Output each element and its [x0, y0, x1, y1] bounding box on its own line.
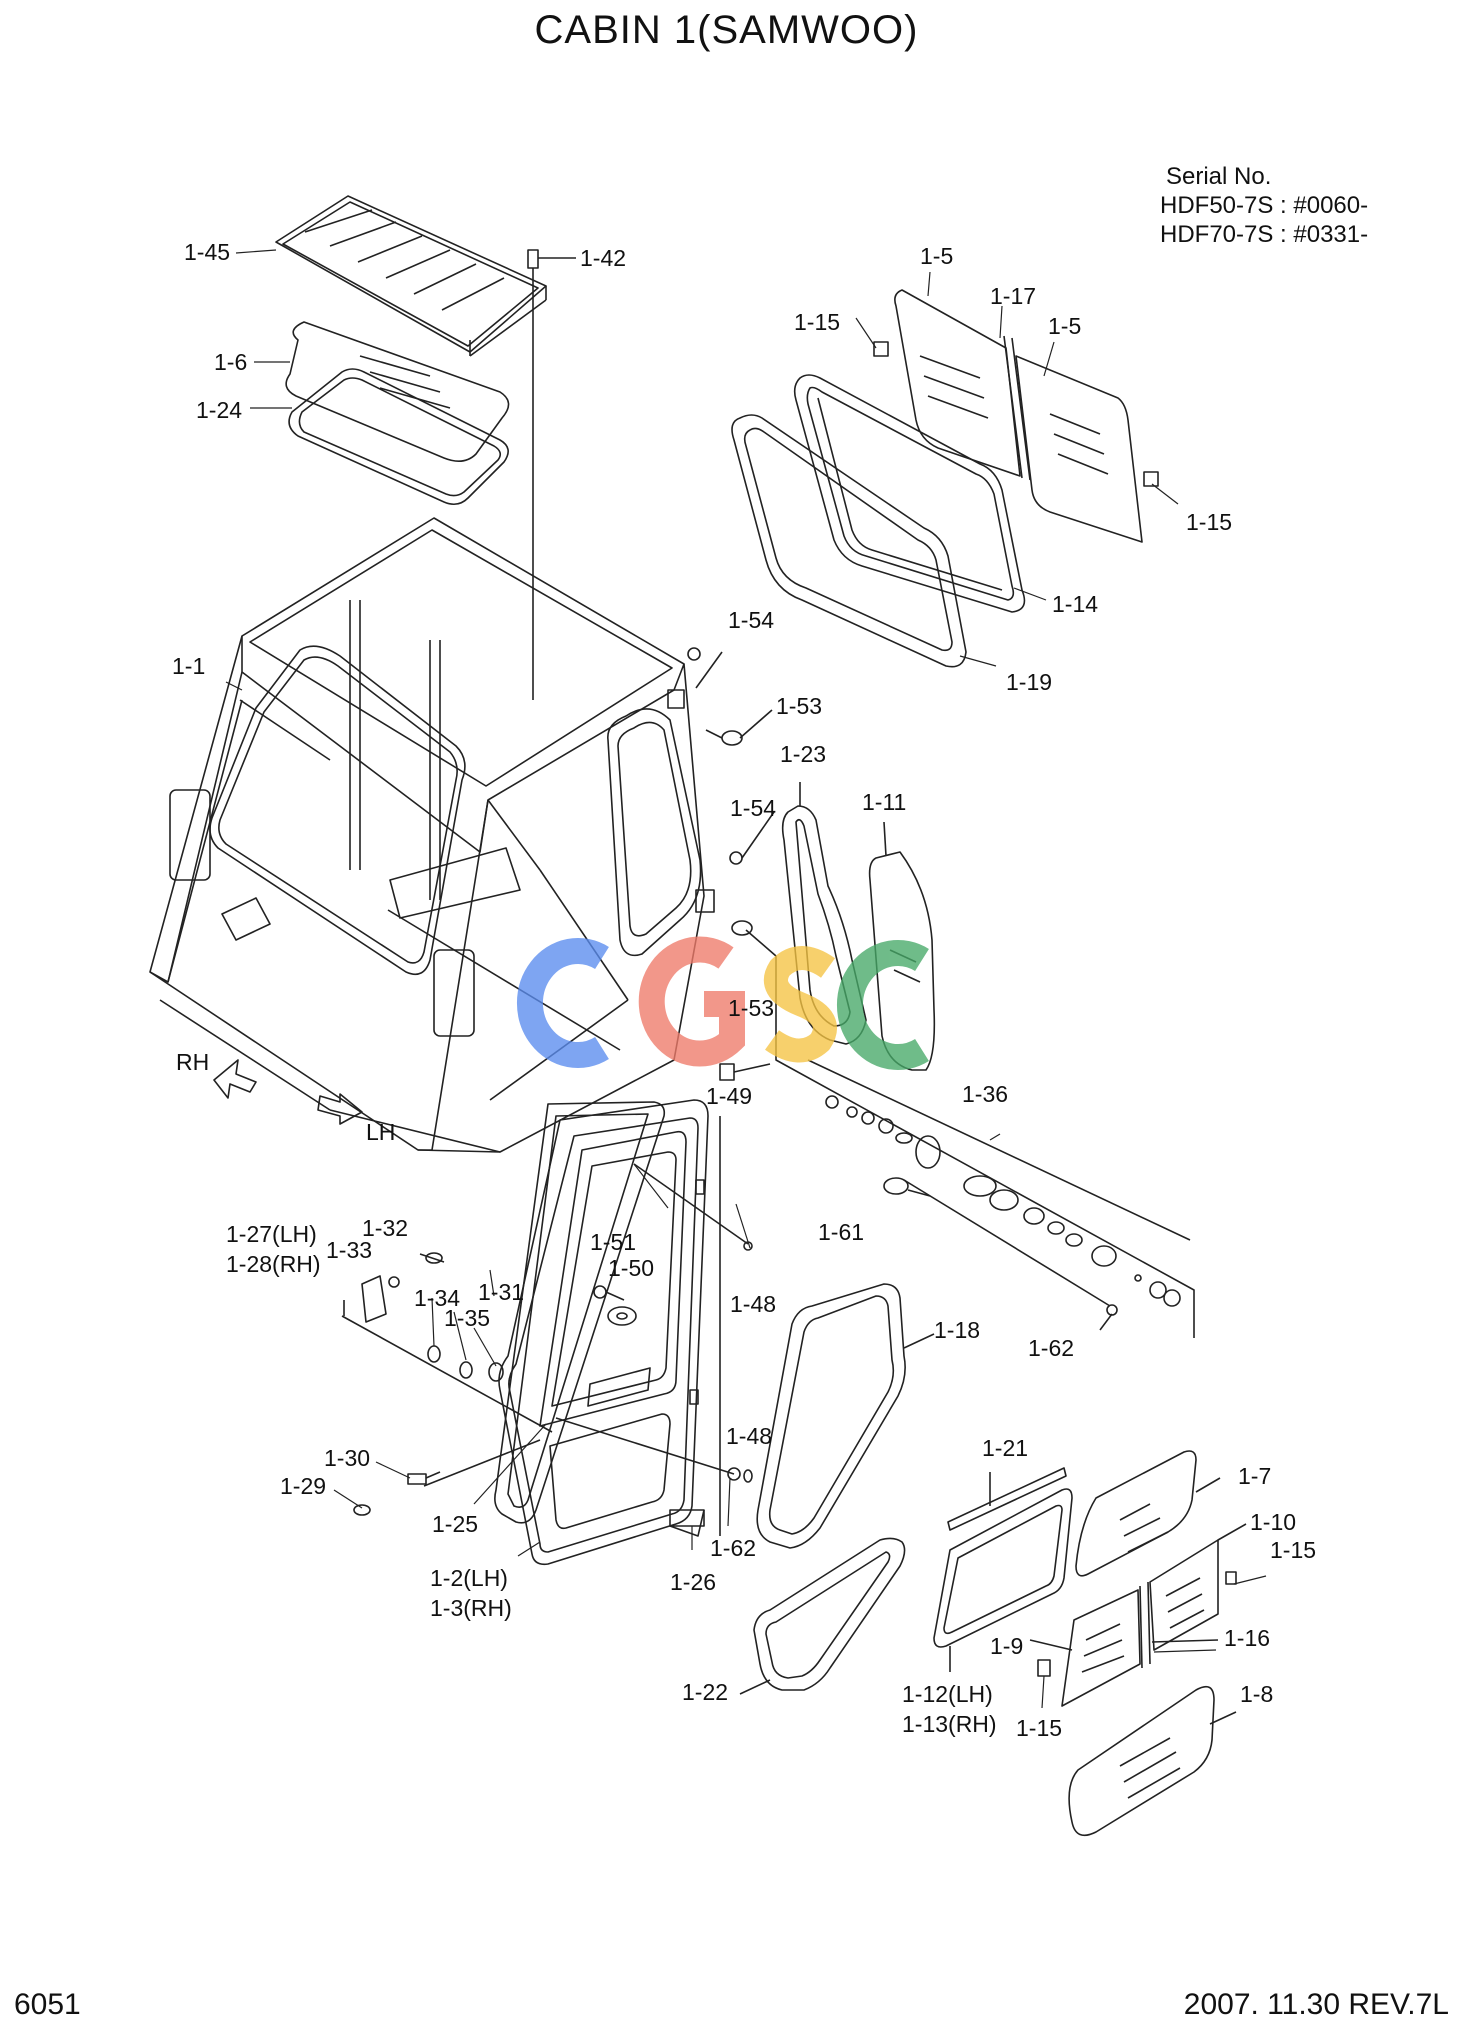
glass-pane-1-7 — [1075, 1450, 1221, 1577]
callout-1-21: 1-21 — [982, 1435, 1028, 1461]
frame-hardware — [667, 647, 777, 957]
callout-1-15-c: 1-15 — [1270, 1537, 1316, 1563]
direction-arrow-lh — [317, 1093, 363, 1125]
callout-1-25: 1-25 — [432, 1511, 478, 1537]
window-seal-1-18 — [756, 1283, 935, 1549]
serial-line-hdf50: HDF50-7S : #0060- — [1160, 192, 1369, 219]
callout-1-13-rh: 1-13(RH) — [902, 1711, 997, 1737]
callout-1-5-a: 1-5 — [920, 243, 953, 269]
callout-1-5-b: 1-5 — [1048, 313, 1081, 339]
callout-1-54-a: 1-54 — [728, 607, 774, 633]
callout-1-50: 1-50 — [608, 1255, 654, 1281]
callout-1-15-b: 1-15 — [1186, 509, 1232, 535]
leader-lines-top — [235, 249, 292, 409]
callout-1-15-a: 1-15 — [794, 309, 840, 335]
callout-1-54-b: 1-54 — [730, 795, 776, 821]
callout-1-53-b: 1-53 — [728, 995, 774, 1021]
callout-1-48-b: 1-48 — [726, 1423, 772, 1449]
leader-lines-glass — [855, 271, 1179, 667]
direction-arrow-rh — [213, 1059, 257, 1099]
callout-1-24: 1-24 — [196, 397, 242, 423]
glass-pane-1-8 — [1068, 1685, 1237, 1837]
callout-1-18: 1-18 — [934, 1317, 980, 1343]
window-seal-1-22 — [739, 1537, 906, 1695]
glass-pane-1-16 — [1139, 1581, 1219, 1669]
callout-1-31: 1-31 — [478, 1279, 524, 1305]
callout-1-8: 1-8 — [1240, 1681, 1273, 1707]
callout-1-33: 1-33 — [326, 1237, 372, 1263]
page-title: CABIN 1(SAMWOO) — [534, 8, 919, 52]
callout-labels: 1-45 1-42 1-6 1-24 1-5 1-17 1-5 1-15 1-1… — [172, 239, 1316, 1741]
serial-line-hdf70: HDF70-7S : #0331- — [1160, 221, 1369, 248]
callout-1-48-a: 1-48 — [730, 1291, 776, 1317]
callout-1-3-rh: 1-3(RH) — [430, 1595, 512, 1621]
side-glass-pair-part — [873, 289, 1159, 543]
callout-1-26: 1-26 — [670, 1569, 716, 1595]
callout-1-36: 1-36 — [962, 1081, 1008, 1107]
leader-lines-misc — [225, 681, 1267, 1709]
glass-seal-part — [731, 414, 967, 668]
callout-1-1: 1-1 — [172, 653, 205, 679]
door-part — [498, 1099, 709, 1566]
glass-channel-part — [793, 374, 1026, 613]
callout-1-62-a: 1-62 — [1028, 1335, 1074, 1361]
direction-label-lh: LH — [366, 1119, 395, 1145]
roof-glass-part — [285, 321, 510, 462]
direction-label-rh: RH — [176, 1049, 209, 1075]
callout-1-17: 1-17 — [990, 283, 1036, 309]
callout-1-19: 1-19 — [1006, 669, 1052, 695]
door-hardware — [555, 1116, 753, 1537]
cab-frame-part — [149, 517, 705, 1153]
callout-1-32: 1-32 — [362, 1215, 408, 1241]
callout-1-6: 1-6 — [214, 349, 247, 375]
callout-1-29: 1-29 — [280, 1473, 326, 1499]
callout-1-15-d: 1-15 — [1016, 1715, 1062, 1741]
callout-1-28-rh: 1-28(RH) — [226, 1251, 321, 1277]
bolt-1-42 — [527, 249, 576, 700]
door-seal-part — [494, 1101, 666, 1524]
sliding-window-part — [933, 1467, 1073, 1672]
revision-date: 2007. 11.30 REV.7L — [1183, 1988, 1449, 2021]
callout-1-16: 1-16 — [1224, 1625, 1270, 1651]
page-number: 6051 — [14, 1988, 81, 2021]
glass-pane-1-10 — [1149, 1523, 1247, 1651]
watermark-logo — [517, 936, 929, 1070]
callout-1-10: 1-10 — [1250, 1509, 1296, 1535]
serial-number-block: Serial No. HDF50-7S : #0060- HDF70-7S : … — [1160, 162, 1368, 249]
glass-pane-1-9 — [1029, 1589, 1141, 1707]
latch-assembly-part — [719, 956, 1195, 1338]
callout-1-49: 1-49 — [706, 1083, 752, 1109]
roof-grille-part — [275, 195, 547, 357]
serial-heading: Serial No. — [1166, 163, 1272, 190]
callout-1-11: 1-11 — [862, 789, 906, 815]
callout-1-2-lh: 1-2(LH) — [430, 1565, 508, 1591]
callout-1-35: 1-35 — [444, 1305, 490, 1331]
callout-1-30: 1-30 — [324, 1445, 370, 1471]
callout-1-53-a: 1-53 — [776, 693, 822, 719]
callout-1-61: 1-61 — [818, 1219, 864, 1245]
callout-1-23: 1-23 — [780, 741, 826, 767]
callout-1-9: 1-9 — [990, 1633, 1023, 1659]
callout-1-42: 1-42 — [580, 245, 626, 271]
callout-1-62-b: 1-62 — [710, 1535, 756, 1561]
callout-1-12-lh: 1-12(LH) — [902, 1681, 993, 1707]
callout-1-45: 1-45 — [184, 239, 230, 265]
callout-1-27-lh: 1-27(LH) — [226, 1221, 317, 1247]
callout-1-7: 1-7 — [1238, 1463, 1271, 1489]
roof-seal-part — [288, 368, 509, 506]
callout-1-22: 1-22 — [682, 1679, 728, 1705]
callout-1-14: 1-14 — [1052, 591, 1098, 617]
callout-1-34: 1-34 — [414, 1285, 460, 1311]
door-lock-hardware — [341, 1252, 553, 1516]
callout-1-51: 1-51 — [590, 1229, 636, 1255]
